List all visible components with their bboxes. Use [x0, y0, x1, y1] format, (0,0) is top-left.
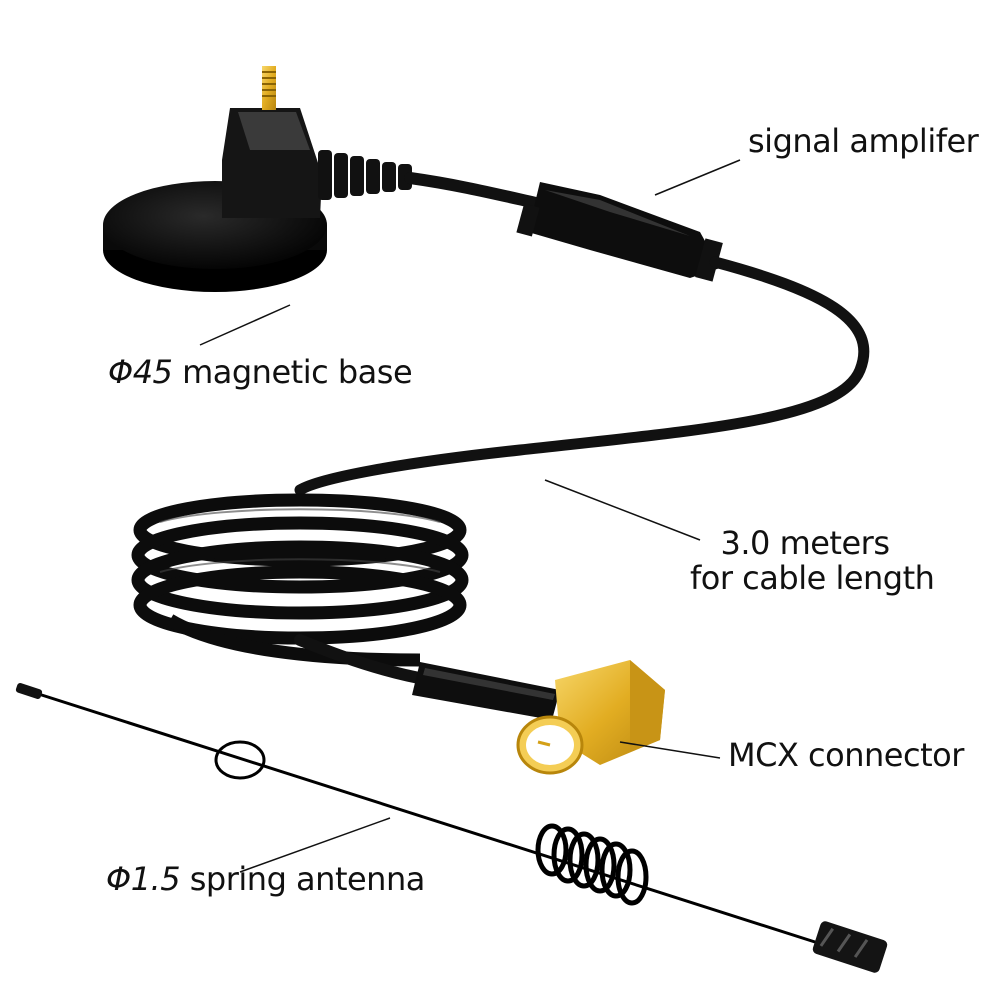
- cable-length-line1: 3.0 meters: [720, 524, 890, 562]
- coiled-cable: [131, 493, 469, 667]
- magnetic-base-label: Φ45 magnetic base: [108, 353, 413, 391]
- cable-middle: [294, 256, 870, 496]
- spring-antenna: [15, 683, 888, 973]
- leader-lines: [199, 159, 741, 873]
- spring-antenna-diameter: Φ1.5: [106, 860, 181, 898]
- mcx-connector-label: MCX connector: [728, 736, 964, 774]
- spring-antenna-text: spring antenna: [180, 860, 426, 898]
- signal-amplifier: [516, 182, 723, 282]
- magnetic-base-text: magnetic base: [172, 353, 413, 391]
- cable-length-label: 3.0 meters for cable length: [690, 524, 935, 598]
- signal-amplifier-label: signal amplifer: [748, 122, 979, 160]
- spring-antenna-label: Φ1.5 spring antenna: [106, 860, 426, 898]
- mcx-connector: [412, 660, 665, 775]
- cable-upper: [404, 172, 551, 211]
- magnetic-base-diameter: Φ45: [108, 353, 173, 391]
- magnetic-base: [103, 66, 412, 292]
- cable-length-line2: for cable length: [690, 559, 935, 598]
